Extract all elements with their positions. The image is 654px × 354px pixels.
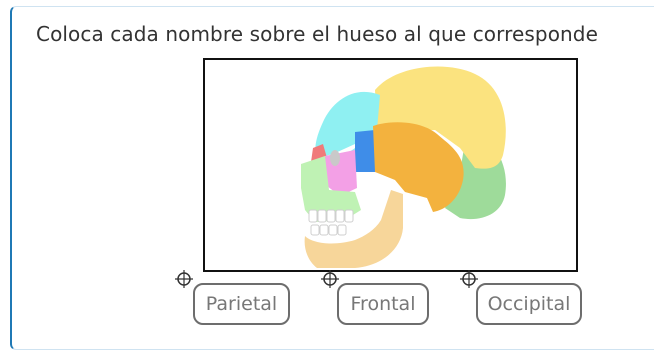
move-handle-icon[interactable] <box>319 268 341 290</box>
move-handle-icon[interactable] <box>458 268 480 290</box>
question-instruction: Coloca cada nombre sobre el hueso al que… <box>36 22 599 46</box>
label-frontal[interactable]: Frontal <box>337 283 429 325</box>
skull-bones-diagram <box>301 66 506 268</box>
label-occipital[interactable]: Occipital <box>476 283 582 325</box>
move-handle-icon[interactable] <box>173 268 195 290</box>
skull-image <box>203 58 578 272</box>
label-parietal[interactable]: Parietal <box>193 283 290 325</box>
